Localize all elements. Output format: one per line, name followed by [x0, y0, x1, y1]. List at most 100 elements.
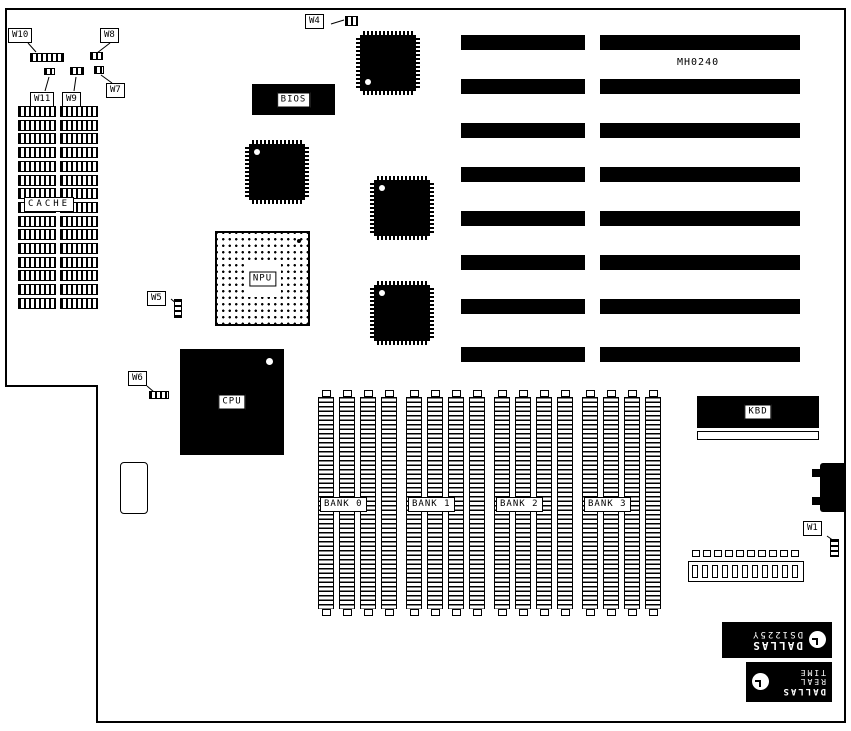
cache-chip — [60, 216, 98, 227]
jumper-label-w4: W4 — [305, 14, 324, 29]
isa-slot-segment — [461, 79, 585, 94]
jumper-block-w6 — [149, 391, 169, 399]
dallas-clock-logo — [809, 631, 826, 649]
simm-pin-top — [451, 390, 461, 397]
jumper-label-w5: W5 — [147, 291, 166, 306]
simm-pin-top — [585, 390, 595, 397]
qfp-chip-4 — [370, 281, 434, 345]
simm-pin-top — [606, 390, 616, 397]
cache-chip — [60, 120, 98, 131]
isa-slot-segment — [600, 299, 800, 314]
dip-switch-position — [703, 550, 711, 557]
simm-pin-bottom — [497, 609, 507, 616]
isa-slot-segment — [461, 211, 585, 226]
cache-chip — [60, 161, 98, 172]
simm-strip — [643, 390, 663, 616]
bank2-label: BANK 2 — [496, 497, 543, 512]
simm-module-body — [469, 397, 485, 609]
bios-chip: BIOS — [252, 84, 335, 115]
chip-pins — [252, 200, 302, 204]
header-pin — [762, 565, 768, 578]
pin1-dot — [365, 79, 371, 85]
chip-pins — [363, 91, 413, 95]
simm-pin-bottom — [560, 609, 570, 616]
cache-chip — [18, 147, 56, 158]
header-pin — [792, 565, 798, 578]
isa-slot-segment — [600, 123, 800, 138]
dip-switch-position — [725, 550, 733, 557]
header-pin — [702, 565, 708, 578]
cpu-chip: CPU — [180, 349, 284, 455]
chip-pins — [430, 288, 434, 338]
chip-pins — [430, 183, 434, 233]
simm-module-body — [381, 397, 397, 609]
header-pin — [772, 565, 778, 578]
simm-pin-bottom — [321, 609, 331, 616]
jumper-block-w5 — [174, 299, 182, 318]
simm-pin-top — [539, 390, 549, 397]
cache-chip — [18, 216, 56, 227]
cache-chip — [18, 161, 56, 172]
cache-chip — [18, 243, 56, 254]
simm-pin-top — [321, 390, 331, 397]
cache-chip — [18, 175, 56, 186]
dip-switch-position — [736, 550, 744, 557]
npu-socket: NPU — [215, 231, 310, 326]
simm-pin-top — [518, 390, 528, 397]
jumper-label-w8: W8 — [100, 28, 119, 43]
simm-pin-bottom — [606, 609, 616, 616]
simm-pin-bottom — [518, 609, 528, 616]
simm-pin-top — [560, 390, 570, 397]
simm-pin-bottom — [472, 609, 482, 616]
simm-pin-top — [342, 390, 352, 397]
board-id: MH0240 — [677, 57, 720, 68]
cache-chip — [18, 284, 56, 295]
simm-pin-top — [497, 390, 507, 397]
npu-label: NPU — [248, 271, 277, 286]
keyboard-connector — [820, 463, 846, 512]
cache-chip — [60, 257, 98, 268]
rtc-model: DS1225Y — [751, 628, 803, 639]
simm-strip — [467, 390, 487, 616]
isa-slot-segment — [600, 35, 800, 50]
header-pin — [732, 565, 738, 578]
cache-chip — [60, 229, 98, 240]
simm-pin-top — [384, 390, 394, 397]
qfp-chip-3 — [370, 176, 434, 240]
cache-label: CACHE — [24, 197, 75, 212]
header-pin — [752, 565, 758, 578]
jumper-label-w1: W1 — [803, 521, 822, 536]
jumper-block-w9 — [70, 67, 84, 75]
simm-module-body — [645, 397, 661, 609]
chip-pins — [305, 147, 309, 197]
jumper-block-w8 — [90, 52, 103, 60]
simm-pin-bottom — [648, 609, 658, 616]
isa-slot-segment — [600, 211, 800, 226]
dip-switch-position — [692, 550, 700, 557]
dip-switch-position — [714, 550, 722, 557]
rtc-brand: DALLAS — [781, 686, 826, 697]
isa-slot-segment — [461, 347, 585, 362]
simm-pin-top — [648, 390, 658, 397]
dip-switch-position — [747, 550, 755, 557]
isa-slot-segment — [600, 79, 800, 94]
simm-pin-top — [627, 390, 637, 397]
cache-chip — [60, 270, 98, 281]
dip-switch-position — [769, 550, 777, 557]
jumper-block-w7 — [94, 66, 104, 74]
cache-chip — [60, 175, 98, 186]
isa-slot-segment — [461, 123, 585, 138]
chip-pins — [377, 236, 427, 240]
simm-pin-bottom — [627, 609, 637, 616]
simm-strip — [555, 390, 575, 616]
jumper-block-w4 — [345, 16, 358, 26]
jumper-block-w1 — [830, 539, 839, 557]
cache-chip — [60, 106, 98, 117]
pin1-dot — [266, 358, 273, 365]
simm-pin-bottom — [539, 609, 549, 616]
chip-pins — [377, 341, 427, 345]
cache-chip — [60, 147, 98, 158]
dip-switch-position — [758, 550, 766, 557]
kbd-chip: KBD — [697, 396, 819, 428]
